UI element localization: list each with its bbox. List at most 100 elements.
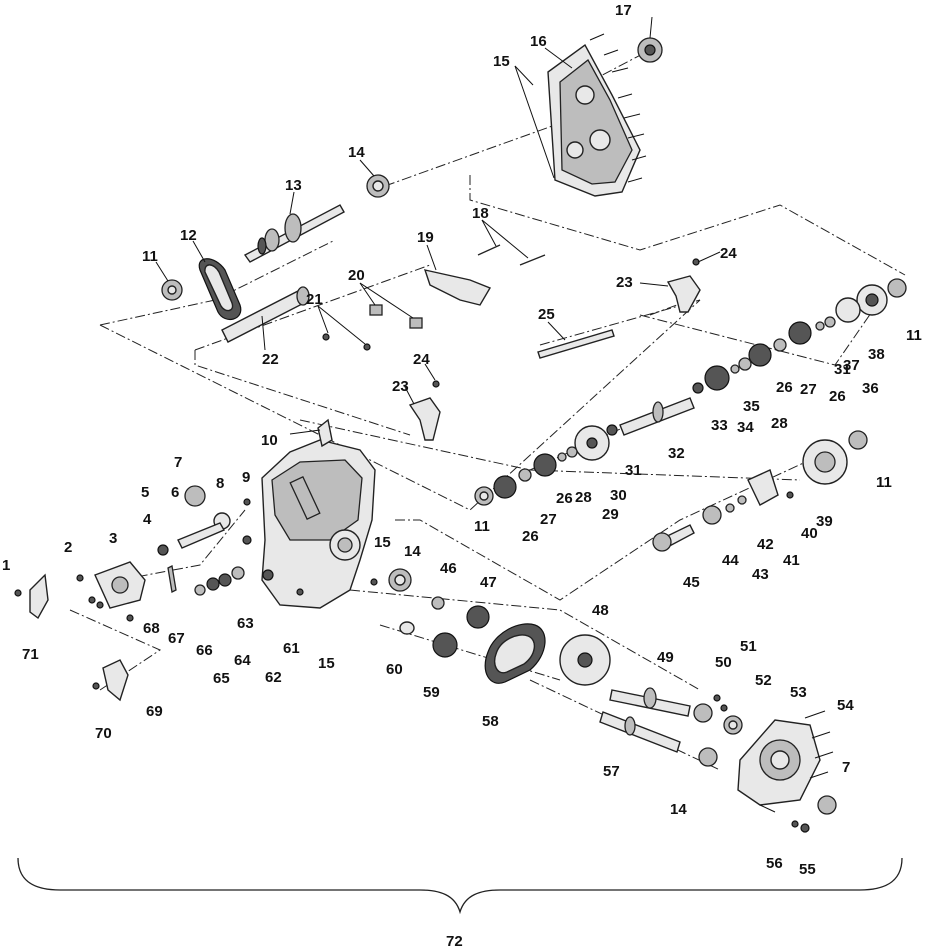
callout-46: 46: [440, 560, 457, 577]
callout-4: 4: [143, 511, 152, 528]
callout-7: 7: [174, 454, 182, 471]
callout-62: 62: [265, 669, 282, 686]
countershaft-32-collar: [652, 401, 664, 423]
callout-64: 64: [234, 652, 251, 669]
callout-13: 13: [285, 177, 302, 194]
callout-2: 2: [64, 539, 72, 556]
shift-rod-25: [537, 329, 615, 359]
pins-18: [477, 244, 546, 266]
callout-11c: 11: [474, 518, 490, 535]
callout-27b: 27: [540, 511, 557, 528]
callout-53: 53: [790, 684, 807, 701]
callout-3: 3: [109, 530, 117, 547]
callout-28a: 28: [771, 415, 788, 432]
main-housing-61: [261, 439, 376, 609]
callout-42: 42: [757, 536, 774, 553]
callout-1: 1: [2, 557, 10, 574]
gear-39-hub: [814, 451, 836, 473]
callout-30: 30: [610, 487, 627, 504]
bearing-11-left-bore: [167, 285, 177, 295]
callout-60: 60: [386, 661, 403, 678]
drive-shaft-13: [243, 204, 345, 263]
left-side-parts: [14, 485, 252, 702]
callout-39: 39: [816, 513, 833, 530]
output-parts-40-45: [652, 469, 794, 552]
belt-12: [198, 258, 242, 321]
callout-34: 34: [737, 419, 754, 436]
callout-72: 72: [446, 933, 463, 946]
callout-50: 50: [715, 654, 732, 671]
callout-26d: 26: [556, 490, 573, 507]
callout-44: 44: [722, 552, 739, 569]
callout-38: 38: [868, 346, 885, 363]
callout-71: 71: [22, 646, 39, 663]
detent-24-lower: [432, 380, 440, 388]
callout-26b: 26: [829, 388, 846, 405]
callout-69: 69: [146, 703, 163, 720]
callout-52: 52: [755, 672, 772, 689]
gear-17-hub: [644, 44, 656, 56]
callout-55: 55: [799, 861, 816, 878]
middle-gear-stack: [474, 424, 618, 506]
callout-37: 37: [843, 357, 860, 374]
shaft-22: [221, 286, 310, 343]
callout-9: 9: [242, 469, 250, 486]
callout-51: 51: [740, 638, 757, 655]
callout-19: 19: [417, 229, 434, 246]
callout-8: 8: [216, 475, 224, 492]
callout-23b: 23: [392, 378, 409, 395]
callout-26a: 26: [776, 379, 793, 396]
callout-21: 21: [306, 291, 323, 308]
callout-17: 17: [615, 2, 632, 19]
callout-12: 12: [180, 227, 197, 244]
callout-15a: 15: [493, 53, 510, 70]
callout-67: 67: [168, 630, 185, 647]
callout-24a: 24: [720, 245, 737, 262]
callout-11a: 11: [142, 248, 158, 265]
callout-11d: 11: [876, 474, 892, 491]
callout-23a: 23: [616, 274, 633, 291]
callout-5: 5: [141, 484, 149, 501]
callout-47: 47: [480, 574, 497, 591]
callout-28b: 28: [575, 489, 592, 506]
upper-gear-stack: [692, 278, 907, 394]
callout-22: 22: [262, 351, 279, 368]
breather-10: [317, 418, 333, 448]
callout-40: 40: [801, 525, 818, 542]
ball-21b: [363, 343, 371, 351]
rear-cover-16: [547, 33, 647, 197]
callout-70: 70: [95, 725, 112, 742]
callout-11b: 11: [906, 327, 922, 344]
callout-16: 16: [530, 33, 547, 50]
callout-65: 65: [213, 670, 230, 687]
lower-drive-parts: [370, 568, 691, 717]
callout-20: 20: [348, 267, 365, 284]
callout-27a: 27: [800, 381, 817, 398]
callout-10: 10: [261, 432, 278, 449]
lower-cover-53: [599, 694, 837, 833]
callout-15b: 15: [374, 534, 391, 551]
bracket-19: [423, 269, 492, 306]
callout-49: 49: [657, 649, 674, 666]
callout-54: 54: [837, 697, 854, 714]
spacer-20b: [409, 317, 423, 329]
spacer-20a: [369, 304, 383, 316]
callout-15c: 15: [318, 655, 335, 672]
callout-14a: 14: [348, 144, 365, 161]
cover-bolts: [589, 33, 647, 183]
callout-7b: 7: [842, 759, 850, 776]
callout-25: 25: [538, 306, 555, 323]
callout-36: 36: [862, 380, 879, 397]
callout-59: 59: [423, 684, 440, 701]
bearing-14-upper-bore: [372, 180, 384, 192]
leader-lines: [155, 16, 721, 435]
callout-48: 48: [592, 602, 609, 619]
callout-31a: 31: [834, 361, 851, 378]
callout-24b: 24: [413, 351, 430, 368]
callout-6: 6: [171, 484, 179, 501]
callout-66: 66: [196, 642, 213, 659]
callout-31b: 31: [625, 462, 642, 479]
callout-68: 68: [143, 620, 160, 637]
